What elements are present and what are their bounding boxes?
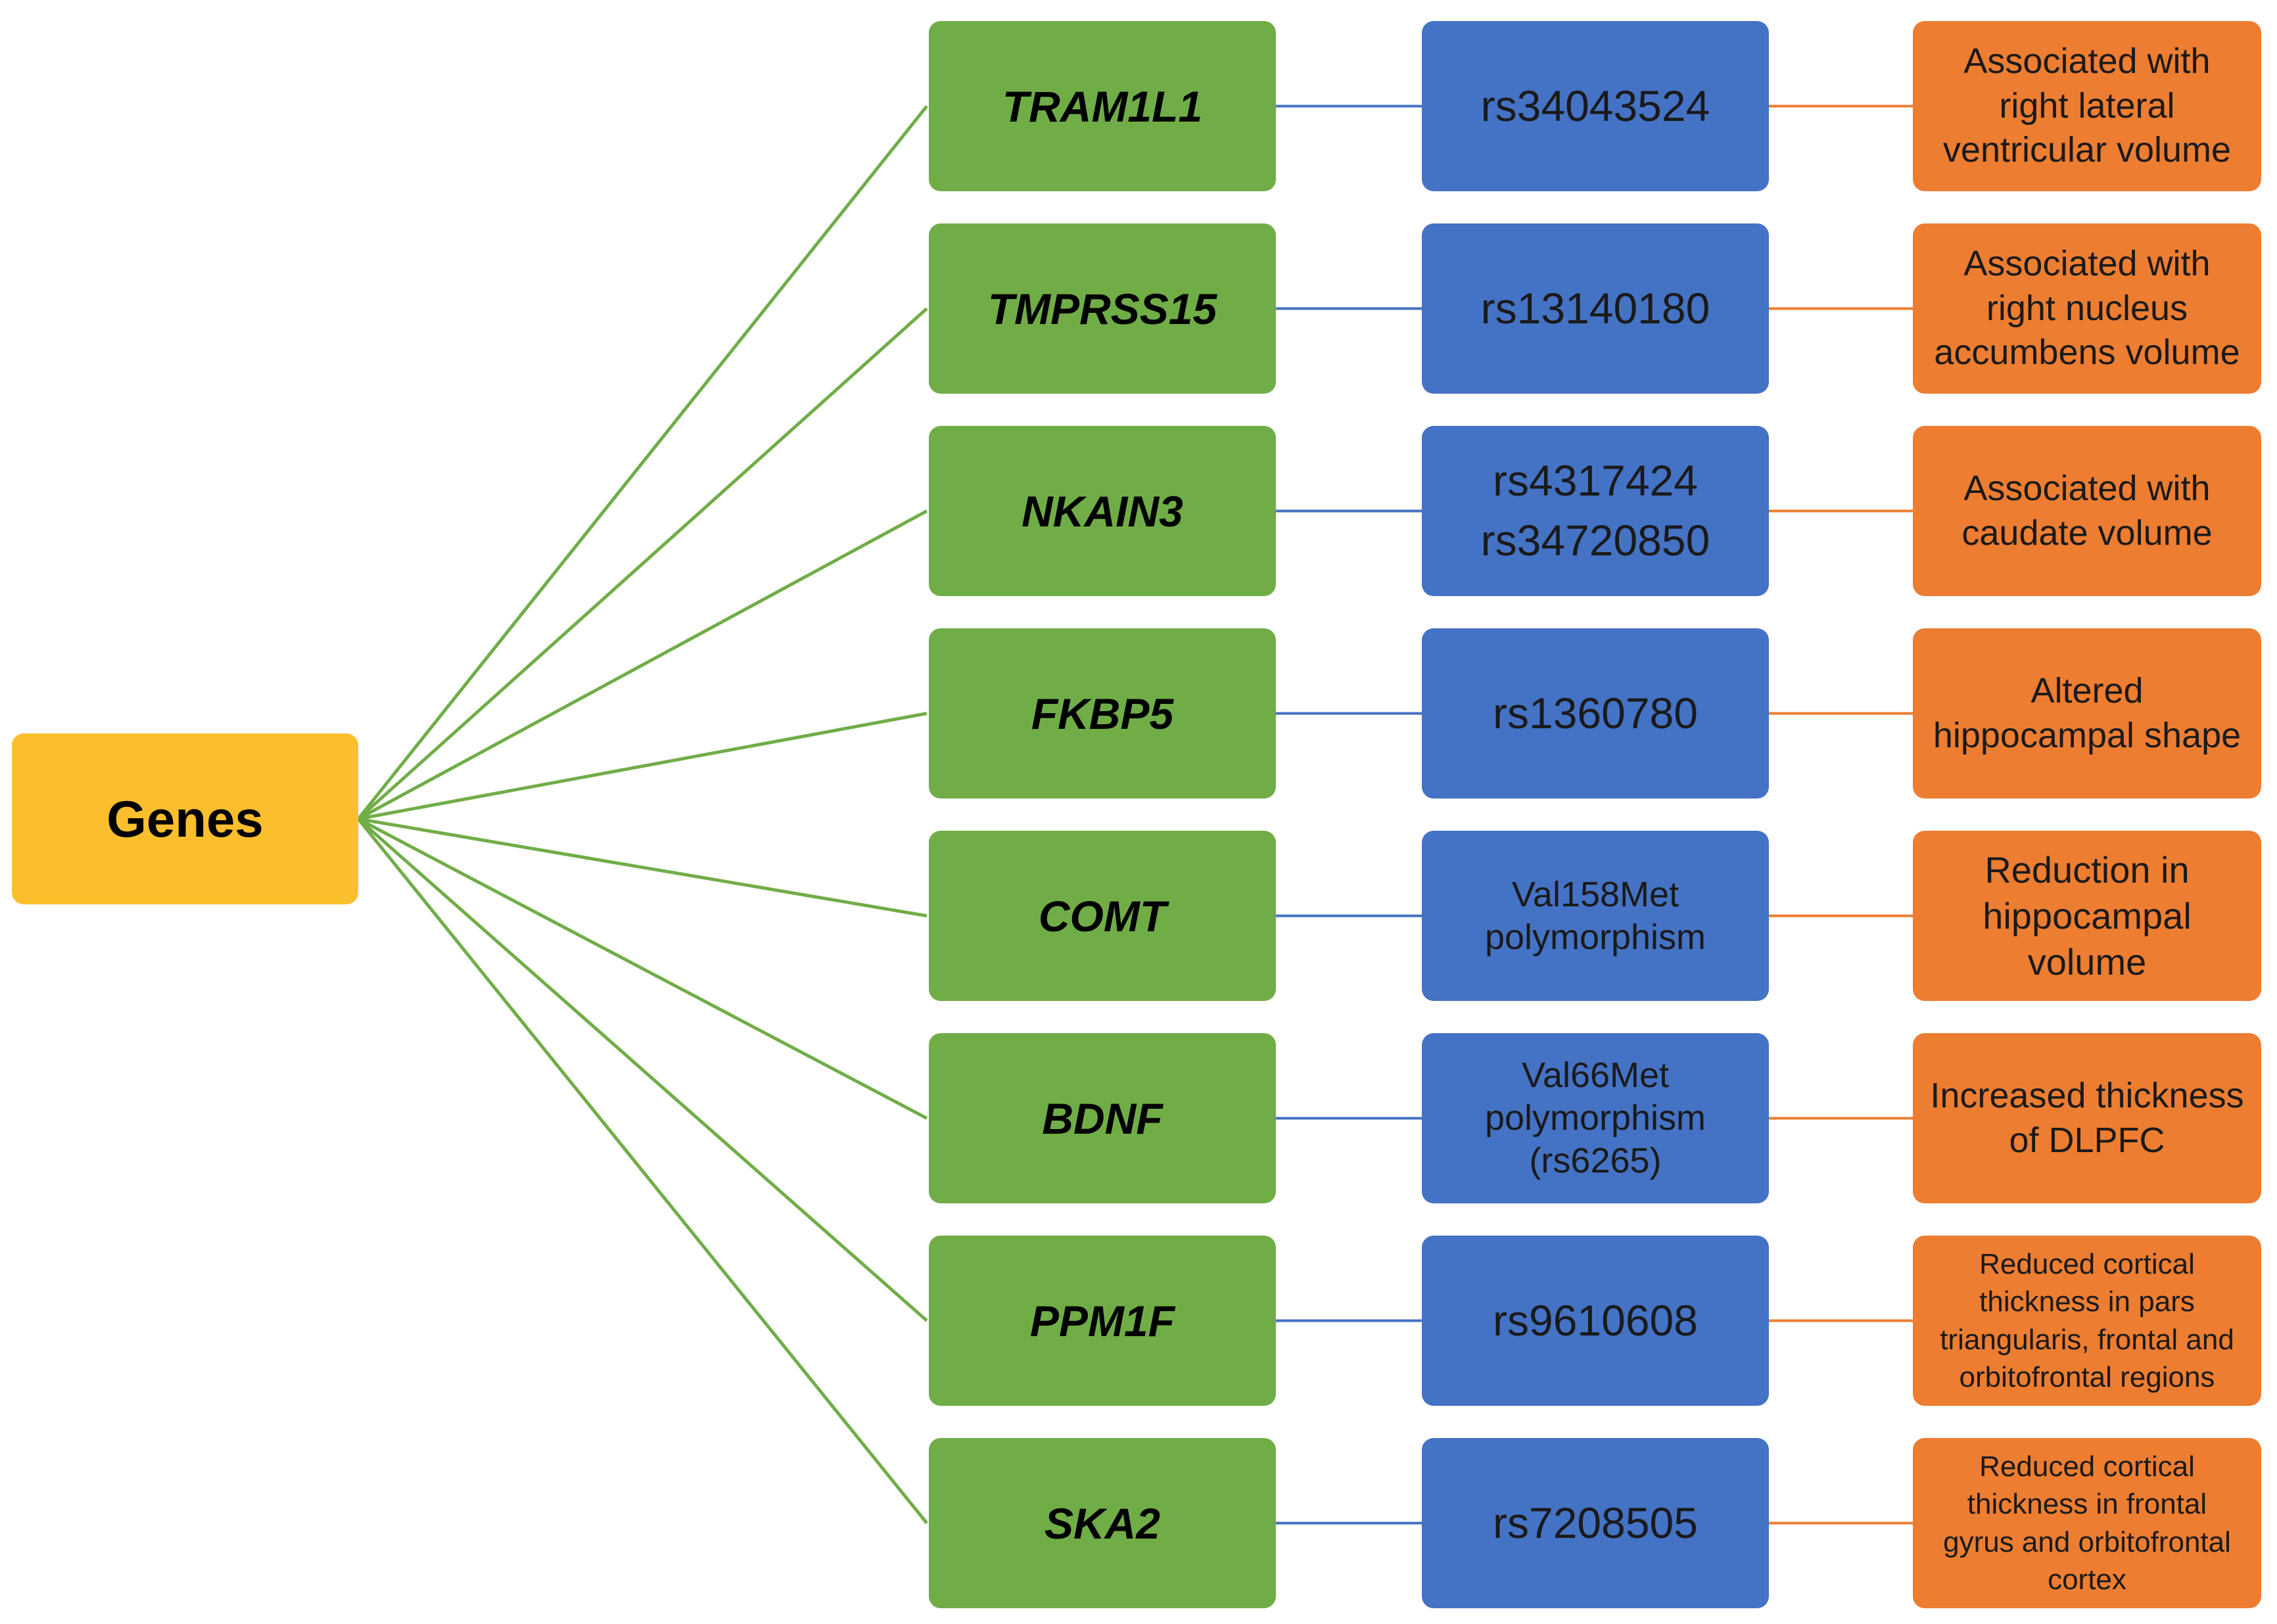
gene-label: TMPRSS15: [987, 284, 1217, 333]
snp-label: rs4317424: [1493, 456, 1698, 505]
effect-label: Associated with right lateral ventricula…: [1942, 41, 2232, 170]
root-to-gene-connector: [357, 817, 928, 1120]
effect-label: Altered hippocampal shape: [1933, 671, 2242, 755]
snp-label: rs34720850: [1480, 516, 1710, 565]
root-to-gene-connector: [357, 307, 928, 820]
root-label: Genes: [106, 789, 264, 848]
snp-label: rs9610608: [1493, 1295, 1698, 1345]
effect-node-ska2: Reduced cortical thickness in frontal gy…: [1913, 1438, 2261, 1608]
gene-label: PPM1F: [1029, 1296, 1175, 1345]
snp-node-bdnf: Val66Met polymorphism (rs6265): [1422, 1033, 1769, 1203]
effect-label: Associated with caudate volume: [1961, 469, 2213, 553]
snp-label: (rs6265): [1529, 1140, 1662, 1180]
effect-node-fkbp5: Altered hippocampal shape: [1913, 628, 2261, 799]
effect-node-nkain3: Associated with caudate volume: [1913, 426, 2261, 596]
snp-label: rs1360780: [1493, 688, 1698, 737]
gene-label: COMT: [1038, 891, 1167, 940]
snp-node-tram1l1: rs34043524: [1422, 21, 1769, 191]
snp-label: rs7208505: [1493, 1498, 1698, 1547]
effect-node-tmprss15: Associated with right nucleus accumbens …: [1913, 223, 2261, 394]
snp-node-ska2: rs7208505: [1422, 1438, 1769, 1608]
gene-node-ppm1f: PPM1F: [929, 1236, 1276, 1406]
gene-label: FKBP5: [1031, 689, 1174, 738]
gene-label: NKAIN3: [1021, 486, 1183, 536]
root-to-gene-connector: [357, 818, 928, 1525]
root-to-gene-connector: [357, 104, 928, 820]
snp-label: rs34043524: [1480, 81, 1710, 130]
effect-node-comt: Reduction in hippocampal volume: [1913, 831, 2261, 1001]
gene-label: TRAM1L1: [1002, 81, 1203, 131]
gene-node-ska2: SKA2: [929, 1438, 1276, 1608]
snp-node-nkain3: rs4317424 rs34720850: [1422, 426, 1769, 596]
root-node-genes: Genes: [12, 733, 358, 904]
snp-label: polymorphism: [1484, 1098, 1706, 1138]
snp-label: Val158Met: [1511, 874, 1679, 914]
gene-node-tmprss15: TMPRSS15: [929, 223, 1276, 394]
effect-node-tram1l1: Associated with right lateral ventricula…: [1913, 21, 2261, 191]
effect-node-ppm1f: Reduced cortical thickness in pars trian…: [1913, 1236, 2261, 1406]
effect-label: Associated with right nucleus accumbens …: [1934, 244, 2240, 373]
effect-label: Increased thickness of DLPFC: [1930, 1076, 2244, 1160]
effect-label: Reduced cortical thickness in frontal gy…: [1943, 1450, 2231, 1596]
root-to-gene-connector: [357, 818, 928, 1322]
effect-node-bdnf: Increased thickness of DLPFC: [1913, 1033, 2261, 1203]
gene-node-nkain3: NKAIN3: [929, 426, 1276, 596]
effect-label: Reduction in hippocampal volume: [1983, 848, 2192, 983]
snp-label: rs13140180: [1480, 283, 1710, 333]
snp-label: Val66Met: [1521, 1056, 1670, 1096]
root-to-gene-connector: [358, 712, 927, 821]
gene-node-tram1l1: TRAM1L1: [929, 21, 1276, 191]
snp-node-fkbp5: rs1360780: [1422, 628, 1769, 799]
snp-label: polymorphism: [1484, 917, 1706, 957]
snp-node-tmprss15: rs13140180: [1422, 223, 1769, 394]
gene-label: SKA2: [1044, 1498, 1161, 1548]
snp-node-comt: Val158Met polymorphism: [1422, 831, 1769, 1001]
snp-node-ppm1f: rs9610608: [1422, 1236, 1769, 1406]
gene-label: BDNF: [1042, 1094, 1163, 1143]
gene-node-bdnf: BDNF: [929, 1033, 1276, 1203]
effect-label: Reduced cortical thickness in pars trian…: [1940, 1248, 2234, 1393]
root-to-gene-connector: [358, 817, 927, 917]
gene-node-fkbp5: FKBP5: [929, 628, 1276, 799]
root-to-gene-connector: [357, 509, 928, 821]
gene-node-comt: COMT: [929, 831, 1276, 1001]
